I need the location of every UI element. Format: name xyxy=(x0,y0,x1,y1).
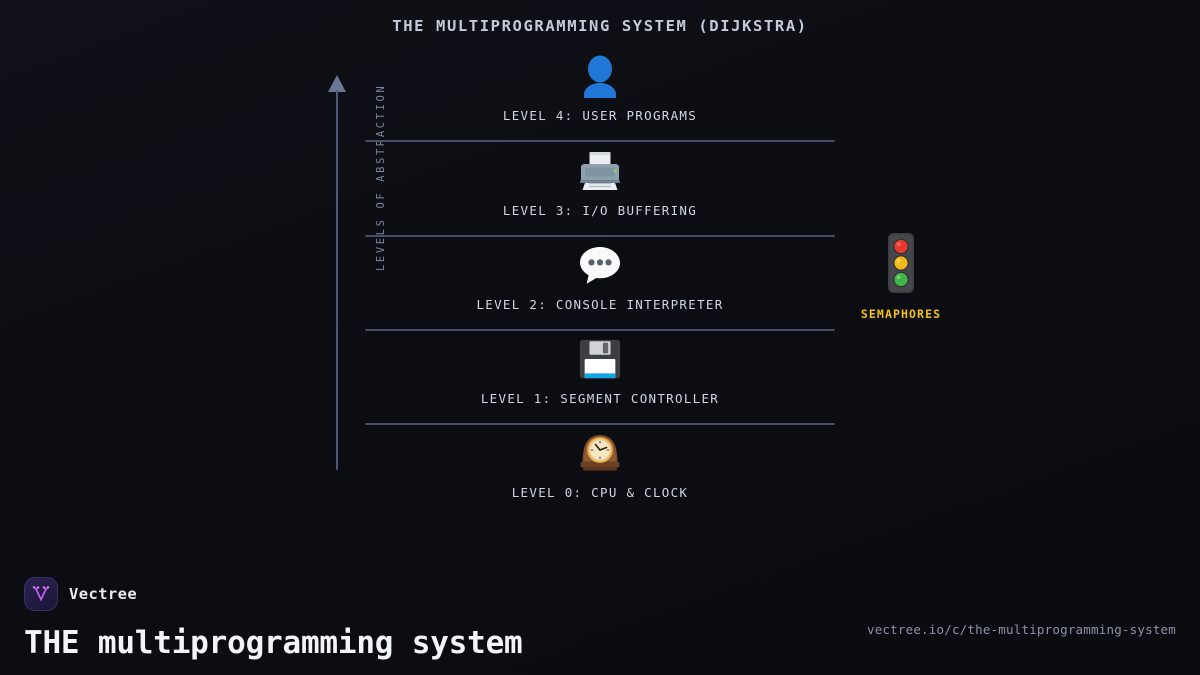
level-divider-1 xyxy=(365,423,835,425)
brand-name: Vectree xyxy=(69,585,138,603)
semaphores-label: SEMAPHORES xyxy=(860,307,942,321)
level-divider-3 xyxy=(365,235,835,237)
semaphores-annotation: SEMAPHORES xyxy=(845,232,957,321)
level-label-3: LEVEL 3: I/O BUFFERING xyxy=(502,203,698,218)
level-label-0: LEVEL 0: CPU & CLOCK xyxy=(511,485,689,500)
printer-icon xyxy=(576,143,624,199)
footer-bar: Vectree THE multiprogramming system vect… xyxy=(0,560,1200,675)
level-label-2: LEVEL 2: CONSOLE INTERPRETER xyxy=(476,297,724,312)
brand-row: Vectree xyxy=(24,575,1176,613)
level-label-1: LEVEL 1: SEGMENT CONTROLLER xyxy=(480,391,720,406)
level-divider-4 xyxy=(365,140,835,142)
level-row-4: LEVEL 4: USER PROGRAMS xyxy=(365,48,835,123)
axis-arrow-icon xyxy=(328,75,346,92)
diagram-area: THE MULTIPROGRAMMING SYSTEM (DIJKSTRA) L… xyxy=(324,0,957,500)
level-divider-2 xyxy=(365,329,835,331)
footer-title: THE multiprogramming system xyxy=(24,625,523,661)
traffic-light-icon xyxy=(886,232,916,294)
level-row-3: LEVEL 3: I/O BUFFERING xyxy=(365,143,835,218)
vectree-logo-icon xyxy=(24,577,58,611)
level-row-0: LEVEL 0: CPU & CLOCK xyxy=(365,425,835,500)
level-label-4: LEVEL 4: USER PROGRAMS xyxy=(502,108,698,123)
page-title: THE MULTIPROGRAMMING SYSTEM (DIJKSTRA) xyxy=(392,17,808,35)
axis-label-wrapper: LEVELS OF ABSTRACTION xyxy=(324,0,387,400)
level-row-1: LEVEL 1: SEGMENT CONTROLLER xyxy=(365,331,835,406)
speech-balloon-icon xyxy=(576,237,624,293)
axis-line xyxy=(336,90,338,470)
mantelpiece-clock-icon xyxy=(576,425,624,481)
footer-url[interactable]: vectree.io/c/the-multiprogramming-system xyxy=(866,622,1176,637)
user-bust-icon xyxy=(576,48,624,104)
floppy-disk-icon xyxy=(577,331,623,387)
level-row-2: LEVEL 2: CONSOLE INTERPRETER xyxy=(365,237,835,312)
